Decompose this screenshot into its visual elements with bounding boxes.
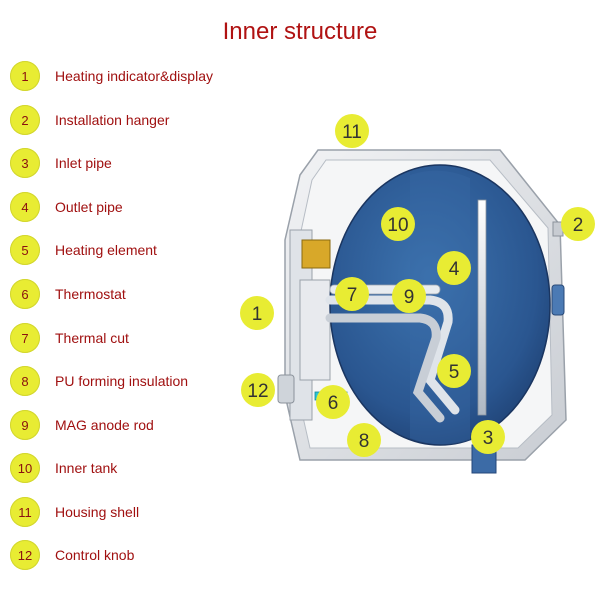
legend-badge: 9	[10, 410, 40, 440]
callout-number: 2	[573, 215, 584, 236]
legend-badge: 1	[10, 61, 40, 91]
callout-number: 6	[328, 393, 339, 414]
display-module	[301, 239, 331, 269]
callout-12: 12	[241, 373, 275, 407]
callout-3: 3	[471, 420, 505, 454]
legend-badge: 4	[10, 192, 40, 222]
legend-item: 5 Heating element	[10, 234, 270, 266]
callout-7: 7	[335, 277, 369, 311]
callout-number: 5	[449, 362, 460, 383]
outlet-pipe	[477, 199, 487, 416]
legend-label: Thermal cut	[55, 330, 129, 346]
legend-badge: 12	[10, 540, 40, 570]
callout-6: 6	[316, 385, 350, 419]
callout-9: 9	[392, 279, 426, 313]
callout-4: 4	[437, 251, 471, 285]
heating-element-tube	[325, 313, 445, 423]
legend-item: 8 PU forming insulation	[10, 365, 270, 397]
callout-number: 10	[387, 215, 408, 236]
callout-number: 12	[247, 381, 268, 402]
legend-item: 12 Control knob	[10, 539, 270, 571]
callout-11: 11	[335, 114, 369, 148]
legend-badge: 3	[10, 148, 40, 178]
callout-number: 4	[449, 259, 460, 280]
callout-2: 2	[561, 207, 595, 241]
legend-badge: 6	[10, 279, 40, 309]
legend-item: 10 Inner tank	[10, 452, 270, 484]
legend-item: 6 Thermostat	[10, 278, 270, 310]
control-board	[299, 279, 331, 381]
side-port	[551, 284, 565, 316]
legend-badge: 7	[10, 323, 40, 353]
legend-badge: 5	[10, 235, 40, 265]
control-knob	[277, 374, 295, 404]
callout-number: 3	[483, 428, 494, 449]
legend-label: Installation hanger	[55, 112, 170, 128]
legend-item: 4 Outlet pipe	[10, 191, 270, 223]
callout-number: 7	[347, 285, 358, 306]
callout-number: 9	[404, 287, 415, 308]
callout-number: 8	[359, 431, 370, 452]
legend-badge: 11	[10, 497, 40, 527]
legend-badge: 2	[10, 105, 40, 135]
legend-label: Outlet pipe	[55, 199, 123, 215]
legend-item: 11 Housing shell	[10, 496, 270, 528]
callout-number: 11	[342, 122, 362, 143]
legend-badge: 10	[10, 453, 40, 483]
page-title: Inner structure	[222, 18, 378, 45]
callout-8: 8	[347, 423, 381, 457]
legend-label: PU forming insulation	[55, 373, 189, 389]
legend-label: Heating element	[55, 242, 157, 258]
legend-label: Inlet pipe	[55, 155, 112, 171]
legend-item: 7 Thermal cut	[10, 322, 270, 354]
callout-5: 5	[437, 354, 471, 388]
callout-1: 1	[240, 296, 274, 330]
callout-10: 10	[381, 207, 415, 241]
legend-label: Thermostat	[55, 286, 126, 302]
callout-number: 1	[252, 304, 263, 325]
legend-label: Housing shell	[55, 504, 140, 520]
legend-badge: 8	[10, 366, 40, 396]
legend-item: 3 Inlet pipe	[10, 147, 270, 179]
legend-label: MAG anode rod	[55, 417, 154, 433]
legend-item: 9 MAG anode rod	[10, 409, 270, 441]
legend-label: Inner tank	[55, 460, 118, 476]
legend-label: Heating indicator&display	[55, 68, 213, 84]
legend-label: Control knob	[55, 547, 135, 563]
legend-item: 2 Installation hanger	[10, 104, 270, 136]
heating-element-tube	[325, 295, 460, 415]
legend-item: 1 Heating indicator&display	[10, 60, 270, 92]
